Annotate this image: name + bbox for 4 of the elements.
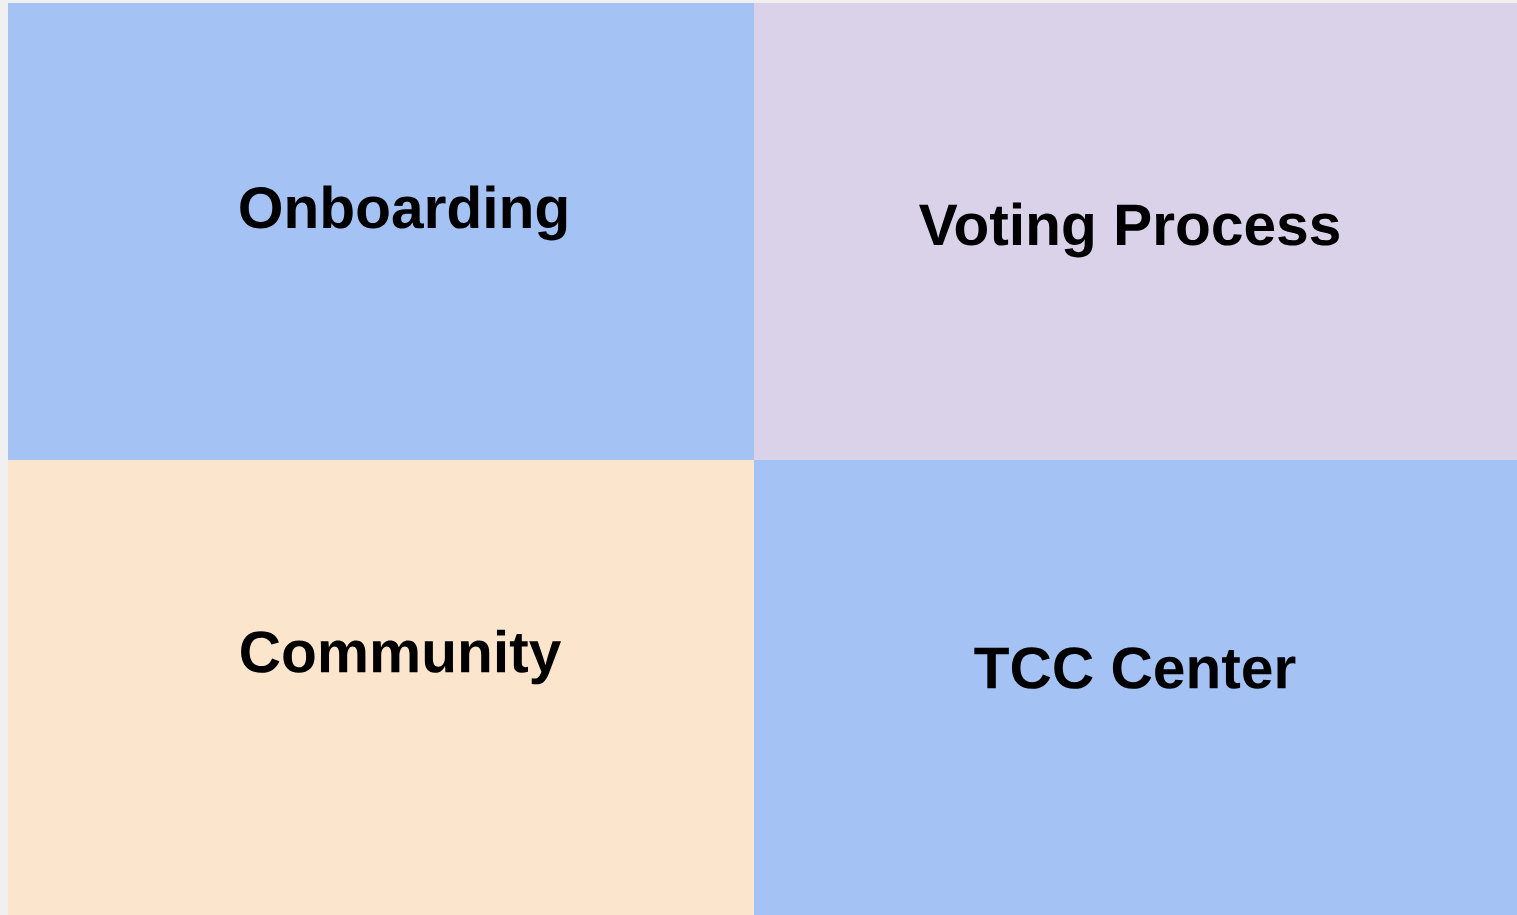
section-box: Onboarding bbox=[8, 3, 754, 460]
section-box: Voting Process bbox=[754, 3, 1517, 460]
section-box: Community bbox=[8, 460, 754, 915]
section-box: TCC Center bbox=[754, 460, 1517, 915]
